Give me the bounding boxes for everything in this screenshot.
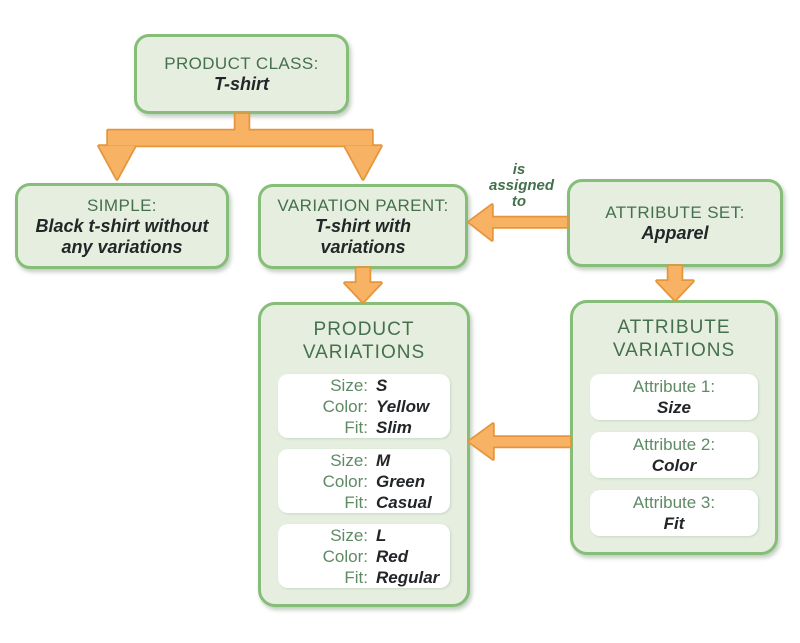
attribute-value: Size: [656, 398, 692, 417]
arrow-attributes-to-variations: [467, 422, 572, 461]
attribute-label: Attribute 3:: [632, 493, 716, 512]
attribute-card: Attribute 3: Fit: [590, 490, 758, 536]
variation-card: Size: S Color: Yellow Fit: Slim: [278, 374, 450, 438]
product-class-value: T-shirt: [213, 74, 269, 94]
variation-row: Size: L: [278, 525, 450, 546]
variation-row: Color: Green: [278, 471, 450, 492]
variation-label: Size:: [330, 525, 368, 545]
attribute-set-value: Apparel: [641, 223, 709, 243]
variation-label: Color:: [322, 396, 368, 416]
variation-value: L: [376, 525, 387, 545]
variation-row: Fit: Slim: [278, 417, 450, 438]
variation-card: Size: M Color: Green Fit: Casual: [278, 449, 450, 513]
product-variations-cards: Size: S Color: Yellow Fit: Slim Size: M: [261, 374, 467, 588]
attribute-card: Attribute 1: Size: [590, 374, 758, 420]
variation-value: Green: [376, 471, 426, 491]
attribute-card: Attribute 2: Color: [590, 432, 758, 478]
variation-label: Size:: [330, 450, 368, 470]
simple-title: SIMPLE:: [87, 195, 157, 215]
node-simple: SIMPLE: Black t-shirt without any variat…: [15, 183, 229, 269]
attribute-variations-title: ATTRIBUTE VARIATIONS: [612, 317, 736, 361]
node-product-class: PRODUCT CLASS: T-shirt: [134, 34, 349, 114]
attribute-value: Color: [651, 456, 697, 475]
variation-value: Casual: [376, 492, 432, 512]
variation-value: Yellow: [376, 396, 430, 416]
attribute-label: Attribute 2:: [632, 435, 716, 454]
simple-value: Black t-shirt without any variations: [35, 215, 209, 257]
product-variations-title: PRODUCT VARIATIONS: [302, 319, 426, 363]
variation-row: Fit: Casual: [278, 492, 450, 513]
variation-label: Color:: [322, 471, 368, 491]
variation-row: Color: Yellow: [278, 396, 450, 417]
variation-value: Regular: [376, 567, 440, 587]
variation-label: Fit:: [344, 567, 368, 587]
node-attribute-set: ATTRIBUTE SET: Apparel: [567, 179, 783, 267]
arrow-parent-to-variations: [343, 266, 383, 304]
variation-card: Size: L Color: Red Fit: Regular: [278, 524, 450, 588]
variation-row: Color: Red: [278, 546, 450, 567]
arrow-branch-down: [97, 112, 383, 181]
arrow-assigned-to: [467, 203, 569, 242]
product-class-title: PRODUCT CLASS:: [164, 54, 319, 73]
variation-label: Size:: [330, 375, 368, 395]
variation-parent-value: T-shirt with variations: [315, 216, 411, 257]
node-product-variations: PRODUCT VARIATIONS Size: S Color: Yellow…: [258, 302, 470, 607]
variation-value: Slim: [376, 417, 412, 437]
variation-row: Size: M: [278, 450, 450, 471]
variation-row: Size: S: [278, 375, 450, 396]
node-variation-parent: VARIATION PARENT: T-shirt with variation…: [258, 184, 468, 269]
node-attribute-variations: ATTRIBUTE VARIATIONS Attribute 1: Size A…: [570, 300, 778, 555]
attribute-variations-cards: Attribute 1: Size Attribute 2: Color Att…: [573, 374, 775, 536]
variation-row: Fit: Regular: [278, 567, 450, 588]
variation-value: S: [376, 375, 388, 395]
variation-label: Fit:: [344, 492, 368, 512]
attribute-label: Attribute 1:: [632, 377, 716, 396]
attribute-set-title: ATTRIBUTE SET:: [605, 203, 745, 222]
variation-value: Red: [376, 546, 409, 566]
variation-value: M: [376, 450, 391, 470]
edge-label-is-assigned-to: is assigned to: [489, 161, 555, 210]
arrow-set-to-attributes: [655, 264, 695, 302]
variation-label: Fit:: [344, 417, 368, 437]
attribute-value: Fit: [663, 514, 685, 533]
variation-parent-title: VARIATION PARENT:: [277, 196, 449, 215]
variation-label: Color:: [322, 546, 368, 566]
